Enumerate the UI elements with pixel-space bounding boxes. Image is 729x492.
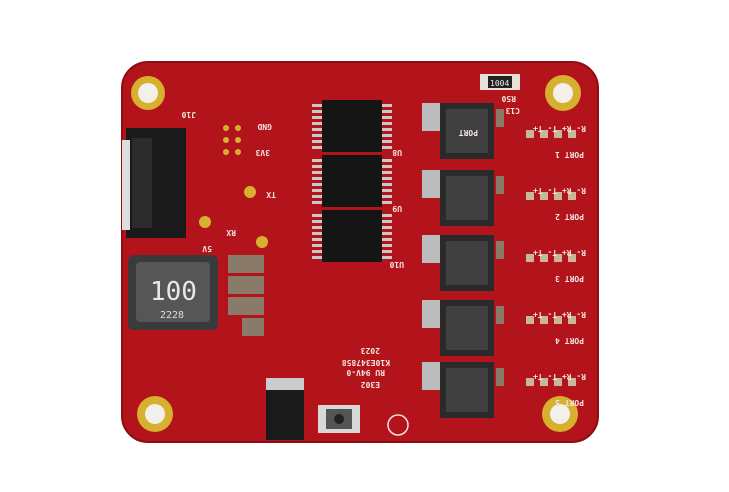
port-label: PORT 4: [555, 336, 584, 345]
inductor-code: 2228: [160, 310, 184, 321]
label-port: PORT: [459, 128, 478, 137]
label-c13: C13: [505, 106, 520, 115]
label-rx: RX: [226, 228, 236, 237]
diode: [266, 388, 304, 440]
ul-marking: RU 94V-0: [346, 368, 385, 377]
e-marking: E302: [361, 380, 380, 389]
label-5v: 5V: [202, 244, 212, 253]
mounting-holes: [131, 75, 581, 432]
label-u10: U10: [389, 260, 404, 269]
year-marking: 2023: [361, 346, 380, 355]
resistor-marking: 1004: [490, 79, 509, 88]
port-1: PORT 1 R- R+ T- T+: [526, 124, 586, 159]
port-label: PORT 3: [555, 274, 584, 283]
inductor: 100 2228: [128, 255, 218, 330]
port-pin-label: R- R+ T- T+: [533, 124, 586, 133]
port-label: PORT 5: [555, 398, 584, 407]
label-tx: TX: [266, 190, 276, 199]
port-pin-label: R- R+ T- T+: [533, 372, 586, 381]
port-2: PORT 2 R- R+ T- T+: [526, 186, 586, 221]
port-5: PORT 5 R- R+ T- T+: [526, 372, 586, 407]
resistor-r50: 1004: [480, 74, 520, 90]
label-gnd: GND: [257, 122, 272, 131]
port-label: PORT 2: [555, 212, 584, 221]
mosfets: [422, 103, 504, 418]
inductor-marking: 100: [150, 277, 197, 307]
tact-button: [318, 405, 360, 433]
port-pin-label: R- R+ T- T+: [533, 248, 586, 257]
label-u9: U9: [392, 204, 402, 213]
label-u8: U8: [392, 148, 402, 157]
port-3: PORT 3 R- R+ T- T+: [526, 248, 586, 283]
port-label: PORT 1: [555, 150, 584, 159]
connector-j10: [122, 128, 186, 238]
silkscreen-labels: GND RX TX 3V3 5V J10 U8 U9 U10 R50 C13 P…: [181, 94, 520, 269]
ic-chips: [322, 100, 382, 262]
port-4: PORT 4 R- R+ T- T+: [526, 310, 586, 345]
label-3v3: 3V3: [255, 148, 270, 157]
port-pin-label: R- R+ T- T+: [533, 310, 586, 319]
label-j10: J10: [181, 110, 196, 119]
batch-marking: K10E347858: [342, 358, 390, 367]
label-r50: R50: [501, 94, 516, 103]
port-pin-label: R- R+ T- T+: [533, 186, 586, 195]
